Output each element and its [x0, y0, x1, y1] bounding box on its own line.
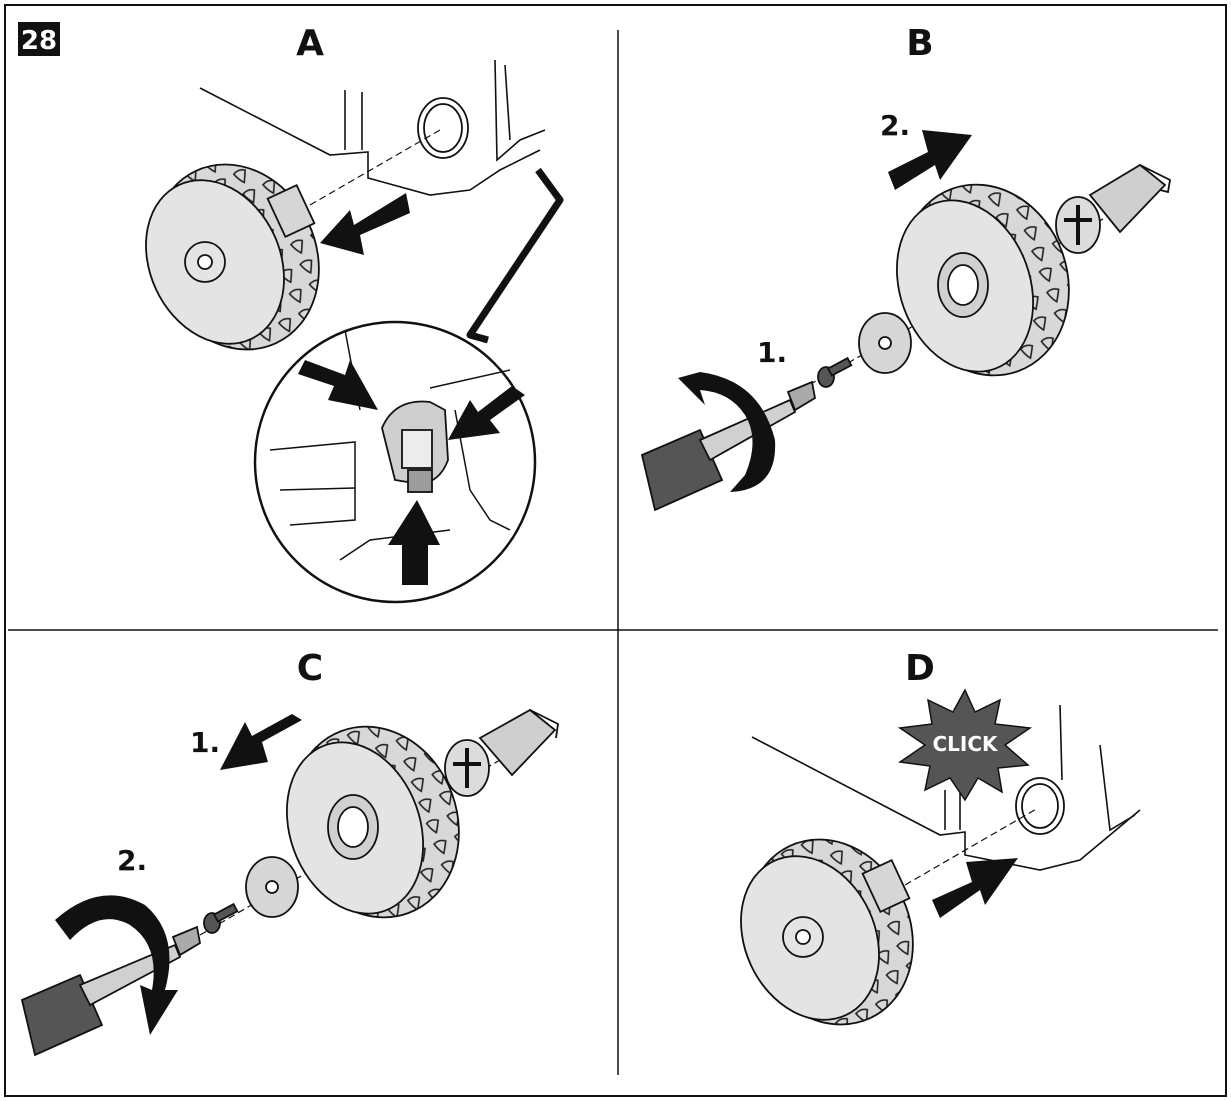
wheel-b	[896, 183, 1070, 377]
callout-line-a	[466, 167, 564, 344]
washer-b	[858, 312, 912, 374]
detail-magnifier-a	[253, 320, 537, 604]
panel-c-step-2: 2.	[117, 844, 147, 877]
push-in-arrow-d	[932, 858, 1018, 918]
figure-frame	[4, 4, 1227, 1097]
axle-hub-c	[444, 708, 559, 797]
slide-off-arrow-c	[220, 714, 302, 770]
click-label: CLICK	[932, 732, 999, 756]
panel-c-letter: C	[297, 648, 323, 689]
panel-b-step-1: 1.	[757, 336, 787, 369]
panel-d: D CLICK	[740, 648, 1141, 1026]
axle-hub-b	[1055, 163, 1171, 254]
panel-c-step-1: 1.	[190, 726, 220, 759]
socket-ring-a	[417, 97, 469, 159]
wheel-a	[145, 163, 320, 351]
panel-d-letter: D	[905, 648, 935, 689]
pull-out-arrow-a	[320, 193, 410, 255]
panel-b-letter: B	[906, 23, 933, 64]
panel-a-letter: A	[296, 23, 324, 64]
press-arrow-right	[448, 386, 525, 440]
panel-a: A	[145, 23, 564, 604]
panel-b-step-2: 2.	[880, 109, 910, 142]
press-arrow-left	[298, 360, 378, 410]
wheel-d	[740, 838, 914, 1026]
figure-number: 28	[21, 26, 57, 56]
remove-arrow-b	[888, 130, 972, 190]
screw-c	[203, 902, 239, 934]
figure-number-badge: 28	[18, 22, 60, 56]
panel-c: C 1. 2.	[20, 648, 559, 1057]
screwdriver-b	[640, 380, 816, 512]
press-arrow-up	[388, 500, 440, 585]
machine-housing-a	[199, 59, 546, 196]
click-callout: CLICK	[897, 688, 1033, 802]
axis-line-a	[309, 129, 441, 206]
screw-b	[817, 356, 853, 388]
axis-line-d	[904, 807, 1039, 886]
rotate-arrow-c	[55, 895, 178, 1035]
rotate-arrow-b	[678, 372, 776, 492]
wheel-c	[286, 725, 460, 919]
panel-b: B 2. 1.	[640, 23, 1171, 512]
socket-ring-d	[1015, 777, 1065, 835]
washer-c	[245, 856, 299, 918]
